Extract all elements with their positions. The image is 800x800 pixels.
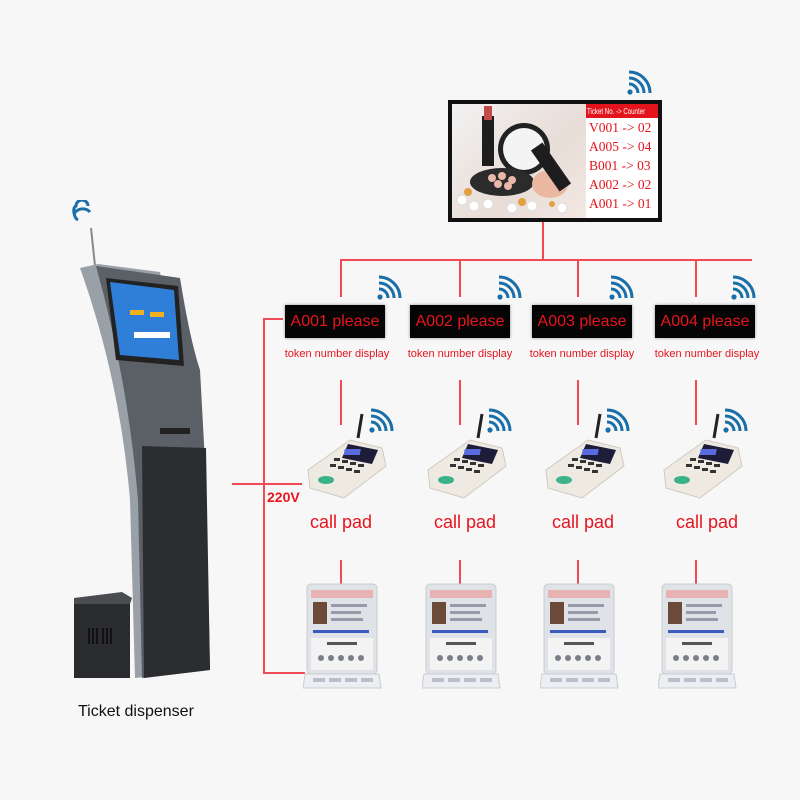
power-line	[232, 483, 302, 485]
connector-line	[695, 259, 697, 297]
call-pad-label: call pad	[309, 512, 373, 532]
connector-line	[695, 380, 697, 425]
queue-display-screen: Ticket No. -> Counter V001 -> 02 A005 ->…	[448, 100, 662, 222]
token-display-label: token number display	[284, 348, 390, 360]
token-display-label: token number display	[529, 348, 635, 360]
queue-row: A005 -> 04	[589, 139, 652, 154]
wifi-icon	[376, 275, 402, 301]
connector-line	[695, 560, 697, 586]
token-display-label: token number display	[654, 348, 760, 360]
power-line	[263, 318, 283, 320]
connector-line	[577, 259, 579, 297]
queue-row: A002 -> 02	[589, 177, 652, 192]
queue-row: B001 -> 03	[589, 158, 651, 173]
wifi-icon	[626, 70, 652, 96]
kiosk-label: Ticket dispenser	[78, 703, 194, 720]
wifi-icon	[608, 275, 634, 301]
connector-line	[459, 560, 461, 586]
evaluator-device	[658, 582, 738, 694]
ticket-dispenser-kiosk	[72, 200, 210, 678]
connector-line	[542, 222, 544, 260]
token-display-1: A001 please	[285, 305, 385, 338]
wifi-icon	[496, 275, 522, 301]
evaluator-device	[422, 582, 502, 694]
wifi-icon	[72, 200, 90, 222]
call-pad-device	[420, 408, 510, 503]
connector-line	[577, 380, 579, 425]
power-line	[263, 672, 305, 674]
cosmetics-image	[456, 106, 572, 214]
queue-row: A001 -> 01	[589, 196, 652, 211]
connector-line	[340, 380, 342, 425]
token-display-4: A004 please	[655, 305, 755, 338]
call-pad-label: call pad	[675, 512, 739, 532]
queue-row: V001 -> 02	[589, 120, 652, 135]
token-display-3: A003 please	[532, 305, 632, 338]
power-label: 220V	[267, 489, 300, 505]
advertisement-image	[452, 104, 586, 218]
evaluator-device	[540, 582, 620, 694]
connector-line	[340, 560, 342, 586]
connector-line	[340, 259, 752, 261]
wifi-icon	[730, 275, 756, 301]
connector-line	[459, 259, 461, 297]
queue-header-bar: Ticket No. -> Counter	[586, 104, 658, 118]
queue-panel: Ticket No. -> Counter V001 -> 02 A005 ->…	[586, 104, 658, 218]
call-pad-device	[300, 408, 390, 503]
queue-header: Ticket No. -> Counter	[587, 106, 646, 116]
power-line	[263, 318, 265, 674]
token-display-label: token number display	[407, 348, 513, 360]
evaluator-device	[303, 582, 383, 694]
call-pad-label: call pad	[551, 512, 615, 532]
token-display-2: A002 please	[410, 305, 510, 338]
connector-line	[577, 560, 579, 586]
call-pad-device	[538, 408, 628, 503]
connector-line	[459, 380, 461, 425]
call-pad-device	[656, 408, 746, 503]
call-pad-label: call pad	[433, 512, 497, 532]
connector-line	[340, 259, 342, 297]
